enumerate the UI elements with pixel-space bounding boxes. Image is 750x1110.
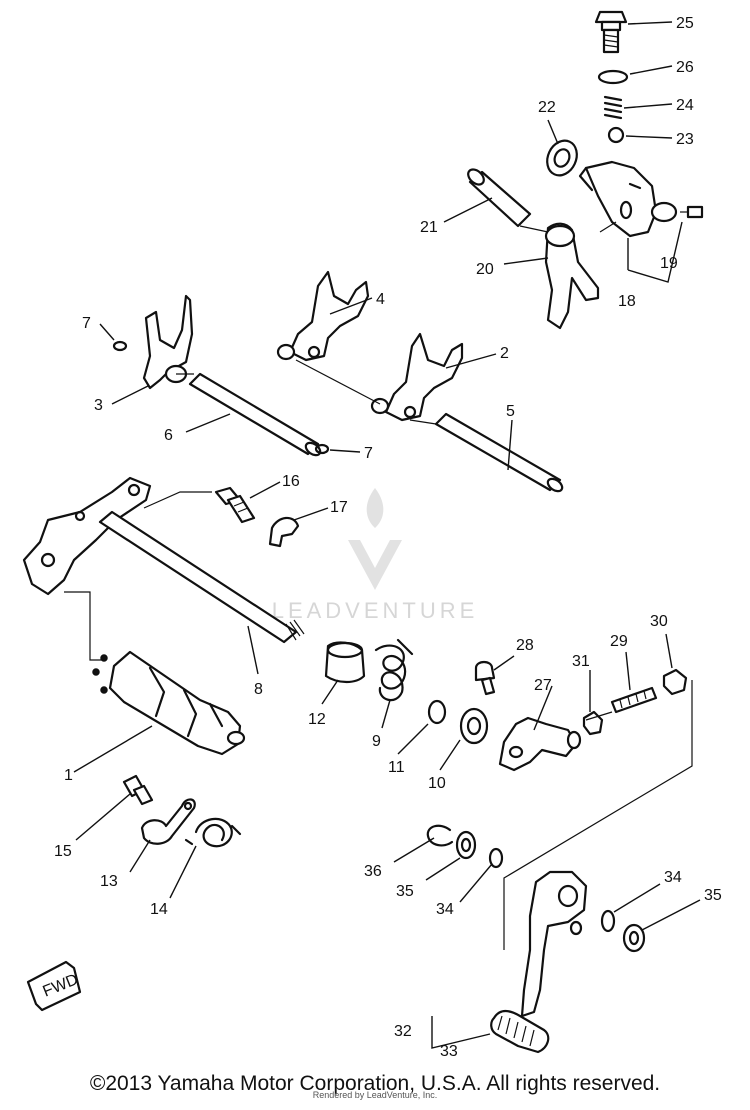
part-24-spring: [603, 95, 623, 120]
callout-15: 15: [54, 843, 72, 860]
callout-28: 28: [516, 637, 534, 654]
callout-25: 25: [676, 15, 694, 32]
callout-8: 8: [254, 681, 263, 698]
part-22-seal: [546, 139, 578, 177]
callout-30: 30: [650, 613, 668, 630]
part-34-ring-right: [600, 909, 616, 933]
callout-7-lower: 7: [364, 445, 373, 462]
callout-17: 17: [330, 499, 348, 516]
callout-18: 18: [618, 293, 636, 310]
part-8-shift-shaft: [22, 476, 305, 644]
copyright-notice: ©2013 Yamaha Motor Corporation, U.S.A. A…: [89, 1072, 661, 1095]
callout-13: 13: [100, 873, 118, 890]
part-21-rod: [467, 168, 532, 228]
part-5-rod: [434, 412, 564, 493]
callout-32: 32: [394, 1023, 412, 1040]
watermark-text: LEADVENTURE: [272, 598, 479, 623]
part-30-nut: [662, 668, 688, 696]
callout-22: 22: [538, 99, 556, 116]
callout-35-left: 35: [396, 883, 414, 900]
callout-6: 6: [164, 427, 173, 444]
part-28-bolt: [474, 660, 496, 696]
callout-12: 12: [308, 711, 326, 728]
callout-5: 5: [506, 403, 515, 420]
callout-4: 4: [376, 291, 385, 308]
part-2-fork: [370, 332, 464, 422]
callout-labels: 25 26 24 23 22 21 20 19 18 4 2 7 3 6 7 5…: [54, 15, 722, 1060]
part-7-clip-lower: [314, 443, 330, 455]
callout-34-left: 34: [436, 901, 454, 918]
callout-3: 3: [94, 397, 103, 414]
callout-23: 23: [676, 131, 694, 148]
rendered-by-credit: Rendered by LeadVenture, Inc.: [312, 1090, 438, 1100]
callout-26: 26: [676, 59, 694, 76]
callout-29: 29: [610, 633, 628, 650]
fwd-arrow: FWD: [26, 960, 82, 1012]
part-1-shift-drum: [92, 650, 246, 756]
part-11-washer: [427, 699, 447, 725]
part-35-washer-right: [622, 923, 646, 953]
callout-33: 33: [440, 1043, 458, 1060]
part-16-bolt: [214, 486, 256, 524]
leader-lines: [73, 21, 701, 1049]
part-31-nut: [582, 710, 604, 736]
part-36-clip: [426, 824, 454, 847]
callout-1: 1: [64, 767, 73, 784]
callout-9: 9: [372, 733, 381, 750]
callout-14: 14: [150, 901, 168, 918]
part-29-bolt: [610, 686, 658, 714]
part-10-seal: [459, 707, 489, 745]
callout-10: 10: [428, 775, 446, 792]
part-7-clip-top: [112, 340, 128, 352]
part-26-washer: [597, 69, 629, 85]
leadventure-watermark: LEADVENTURE: [272, 488, 479, 623]
callout-11: 11: [388, 759, 405, 776]
part-20-fork: [544, 222, 600, 330]
callout-27: 27: [534, 677, 552, 694]
part-19-pin: [686, 205, 704, 219]
callout-19: 19: [660, 255, 678, 272]
callout-35-right: 35: [704, 887, 722, 904]
callout-20: 20: [476, 261, 494, 278]
callout-31: 31: [572, 653, 590, 670]
part-23-ball: [607, 126, 625, 144]
part-4-fork: [276, 270, 370, 362]
part-27-lever: [498, 716, 582, 772]
callout-7-top: 7: [82, 315, 91, 332]
part-25-bolt: [594, 10, 628, 54]
part-35-washer-left: [455, 830, 477, 860]
part-13-lever: [140, 798, 196, 845]
part-14-spring: [184, 817, 242, 848]
part-9-spring: [374, 638, 414, 702]
part-34-ring-left: [488, 847, 504, 869]
callout-2: 2: [500, 345, 509, 362]
part-32-shift-pedal: [520, 870, 588, 1018]
callout-24: 24: [676, 97, 694, 114]
callout-21: 21: [420, 219, 438, 236]
callout-16: 16: [282, 473, 300, 490]
part-12-collar: [324, 641, 366, 684]
part-18-segment: [578, 160, 678, 238]
assembly-lines: [64, 211, 693, 950]
callout-34-right: 34: [664, 869, 682, 886]
callout-36: 36: [364, 863, 382, 880]
part-6-rod: [188, 372, 322, 457]
part-15-bolt: [122, 774, 154, 806]
part-33-pedal-rubber: [490, 1009, 550, 1054]
part-17-plate: [268, 516, 300, 548]
